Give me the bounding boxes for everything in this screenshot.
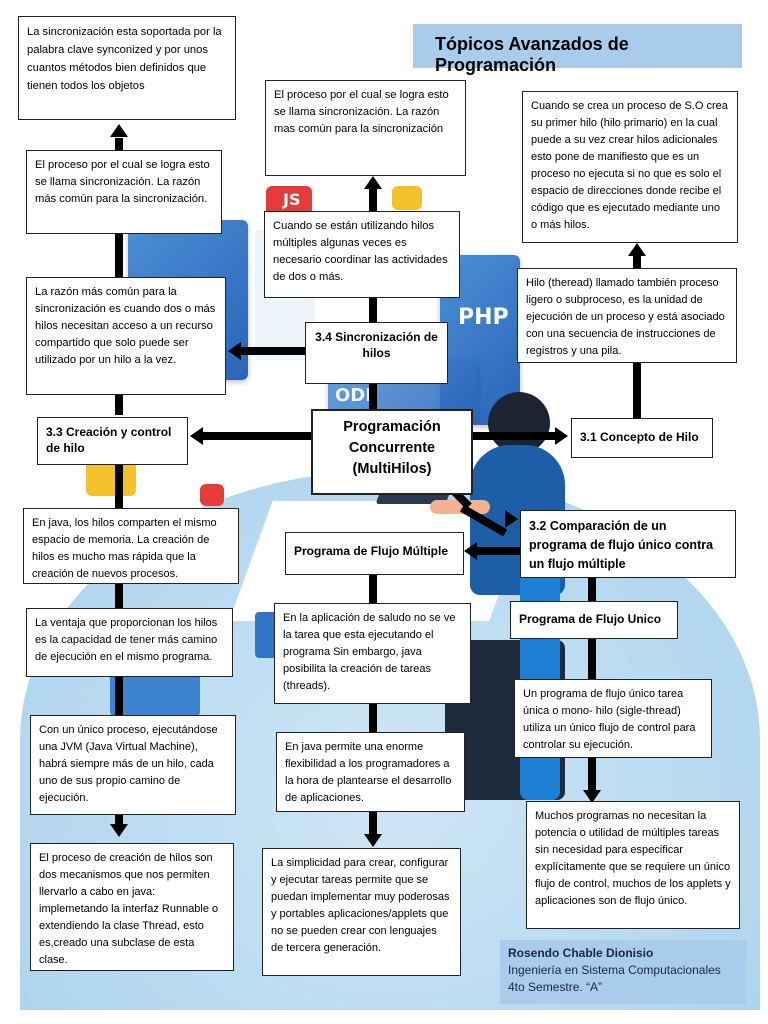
connector-line bbox=[115, 677, 123, 715]
connector-line bbox=[473, 432, 555, 440]
connector-line bbox=[115, 464, 123, 508]
topic-comparacion: 3.2 Comparación de un programa de flujo … bbox=[520, 510, 736, 578]
topic-flujo-unico: Programa de Flujo Unico bbox=[510, 601, 678, 639]
note-java-memoria: En java, los hilos comparten el mismo es… bbox=[23, 508, 239, 584]
connector-line bbox=[369, 189, 377, 211]
connector-line bbox=[115, 815, 123, 827]
php-label: PHP bbox=[458, 305, 509, 330]
arrowhead-right bbox=[555, 427, 568, 445]
illustration-yellow-badge bbox=[392, 186, 422, 210]
note-sync-razon: La razón más común para la sincronizació… bbox=[26, 277, 226, 395]
connector-line bbox=[115, 138, 123, 150]
note-muchos-programas: Muchos programas no necesitan la potenci… bbox=[526, 801, 740, 929]
note-hilo-definicion: Hilo (theread) llamado también proceso l… bbox=[517, 268, 737, 363]
author-block: Rosendo Chable Dionisio Ingeniería en Si… bbox=[500, 940, 746, 1004]
connector-line bbox=[115, 584, 123, 608]
page-title: Tópicos Avanzados de Programación bbox=[413, 24, 742, 75]
author-career: Ingeniería en Sistema Computacionales bbox=[508, 963, 721, 977]
topic-flujo-multiple: Programa de Flujo Múltiple bbox=[285, 532, 464, 575]
connector-line bbox=[369, 298, 377, 322]
js-label: JS bbox=[283, 190, 301, 209]
central-topic: Programación Concurrente (MultiHilos) bbox=[311, 409, 473, 495]
arrowhead-down bbox=[364, 834, 382, 847]
connector-line bbox=[115, 395, 123, 415]
note-jvm: Con un único proceso, ejecutándose una J… bbox=[30, 715, 236, 815]
connector-line bbox=[633, 363, 641, 419]
note-sync-proceso-center: El proceso por el cual se logra esto se … bbox=[265, 80, 466, 176]
code-label: ODE bbox=[335, 385, 378, 406]
connector-line bbox=[369, 575, 377, 603]
author-name: Rosendo Chable Dionisio bbox=[508, 946, 654, 960]
connector-line bbox=[588, 639, 596, 679]
note-ventaja-hilos: La ventaja que proporcionan los hilos es… bbox=[26, 608, 233, 677]
note-mono-hilo: Un programa de flujo único tarea única o… bbox=[514, 679, 712, 758]
connector-line bbox=[369, 384, 377, 409]
note-flexibilidad: En java permite una enorme flexibilidad … bbox=[276, 732, 465, 812]
illustration-red-card bbox=[200, 484, 224, 506]
connector-line bbox=[369, 704, 377, 732]
arrowhead-up bbox=[628, 243, 646, 256]
arrowhead-left bbox=[190, 427, 203, 445]
note-sync-palabra-clave: La sincronización esta soportada por la … bbox=[18, 16, 236, 120]
author-semester: 4to Semestre. “A” bbox=[508, 980, 603, 994]
connector-line bbox=[588, 577, 596, 601]
central-topic-line3: (MultiHilos) bbox=[352, 461, 432, 477]
note-sync-proceso-left: El proceso por el cual se logra esto se … bbox=[26, 150, 222, 234]
connector-line bbox=[115, 233, 123, 277]
arrowhead-up bbox=[110, 124, 128, 137]
connector-line bbox=[633, 256, 641, 268]
illustration-person-head bbox=[488, 392, 550, 454]
note-proceso-so: Cuando se crea un proceso de S.O crea su… bbox=[522, 91, 738, 243]
note-creacion-mecanismos: El proceso de creación de hilos son dos … bbox=[30, 843, 234, 971]
note-saludo: En la aplicación de saludo no se ve la t… bbox=[274, 603, 471, 704]
central-topic-line2: Concurrente bbox=[348, 440, 436, 456]
arrowhead-left bbox=[464, 542, 477, 560]
note-simplicidad: La simplicidad para crear, configurar y … bbox=[262, 848, 461, 976]
connector-line bbox=[203, 432, 311, 440]
arrowhead-right bbox=[505, 510, 518, 528]
note-sync-multiples-hilos: Cuando se están utilizando hilos múltipl… bbox=[264, 211, 460, 298]
connector-line bbox=[588, 758, 596, 794]
topic-concepto-hilo: 3.1 Concepto de Hilo bbox=[571, 418, 713, 458]
connector-line bbox=[369, 812, 377, 840]
illustration-yellow-card bbox=[86, 460, 136, 496]
topic-creacion-control: 3.3 Creación y control de hilo bbox=[37, 417, 188, 465]
arrowhead-up bbox=[364, 176, 382, 189]
connector-line bbox=[240, 347, 305, 355]
central-topic-line1: Programación bbox=[343, 419, 441, 435]
topic-sincronizacion: 3.4 Sincronización de hilos bbox=[305, 322, 448, 384]
arrowhead-down bbox=[583, 790, 601, 803]
connector-line bbox=[476, 547, 520, 555]
arrowhead-down bbox=[110, 824, 128, 837]
arrowhead-left bbox=[228, 342, 241, 360]
